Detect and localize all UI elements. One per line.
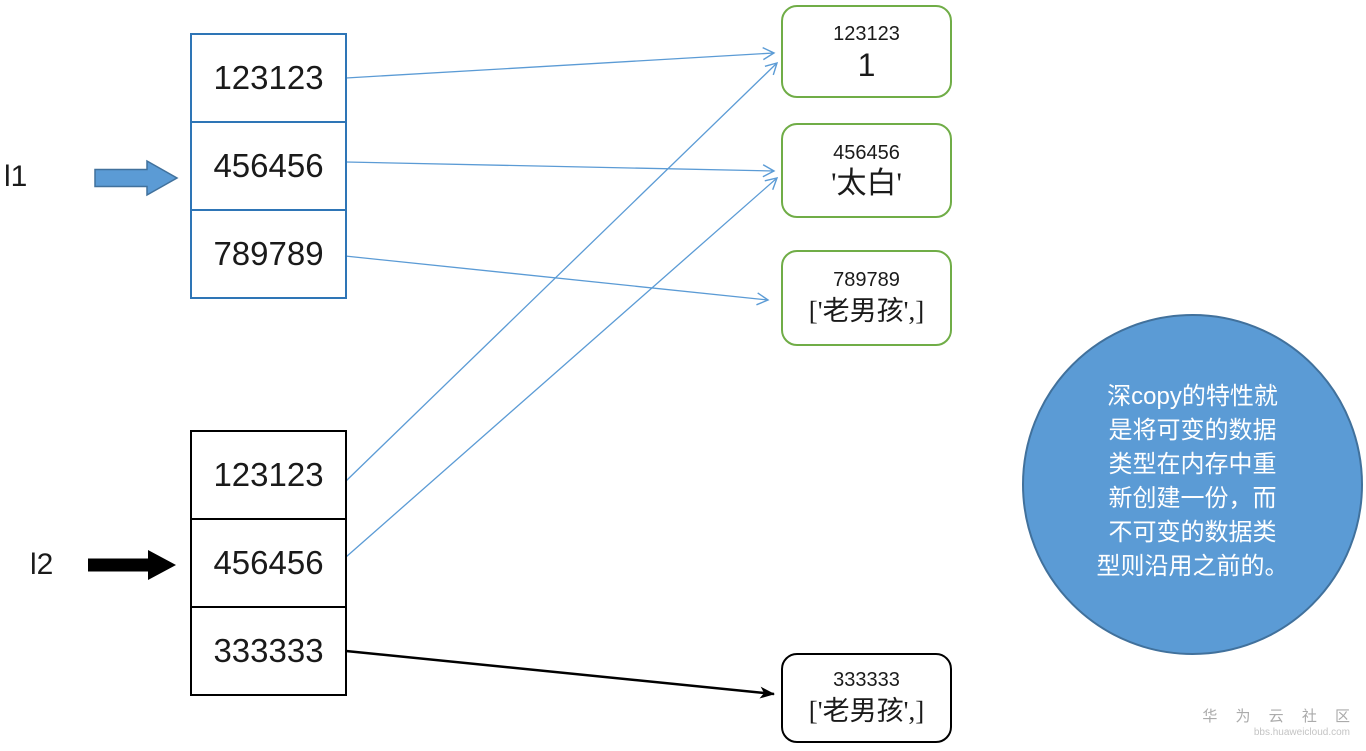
arrow-l1-456456-to-obj2 [345,161,776,178]
object-address: 333333 [833,669,900,691]
l1-cell-2: 789789 [213,235,324,272]
watermark-url: bbs.huaweicloud.com [1253,727,1350,738]
object-box-333333: 333333 ['老男孩',] [781,653,952,743]
l1-label: l1 [4,160,28,193]
l1-pointer-arrow [94,159,179,197]
watermark: 华 为 云 社 区 bbs.huaweicloud.com [1202,705,1350,738]
arrow-l1-123123-to-obj1 [345,47,776,79]
arrow-l2-333333-to-obj4 [345,649,775,699]
l1-cell-0: 123123 [192,35,345,123]
deep-copy-note-text: 深copy的特性就 是将可变的数据 类型在内存中重 新创建一份，而 不可变的数据… [1096,382,1289,580]
deep-copy-note-bubble: 深copy的特性就 是将可变的数据 类型在内存中重 新创建一份，而 不可变的数据… [1022,314,1363,655]
l2-pointer-arrow [88,550,176,580]
l2-label: l2 [30,548,54,581]
object-value: ['老男孩',] [808,296,925,326]
l2-list-box: 123123 456456 333333 [190,430,347,696]
l1-cell-1: 456456 [192,123,345,211]
l2-cell-1: 456456 [192,520,345,608]
object-address: 456456 [833,141,900,164]
l1-list-box: 123123 456456 789789 [190,33,347,299]
arrow-l2-123123-to-obj1 [345,61,779,482]
object-value: 1 [857,46,876,83]
watermark-title: 华 为 云 社 区 [1202,708,1357,725]
object-value: '太白' [831,166,902,200]
object-box-456456: 456456 '太白' [781,123,952,218]
l2-cell-0: 123123 [192,432,345,520]
l2-cell-2: 333333 [213,632,324,669]
object-address: 123123 [833,22,900,45]
object-box-789789: 789789 ['老男孩',] [781,250,952,346]
arrow-l1-789789-to-obj3 [344,255,770,306]
arrow-l2-456456-to-obj2 [345,177,779,558]
object-value: ['老男孩',] [808,696,925,726]
object-box-123123: 123123 1 [781,5,952,98]
object-address: 789789 [833,269,900,291]
